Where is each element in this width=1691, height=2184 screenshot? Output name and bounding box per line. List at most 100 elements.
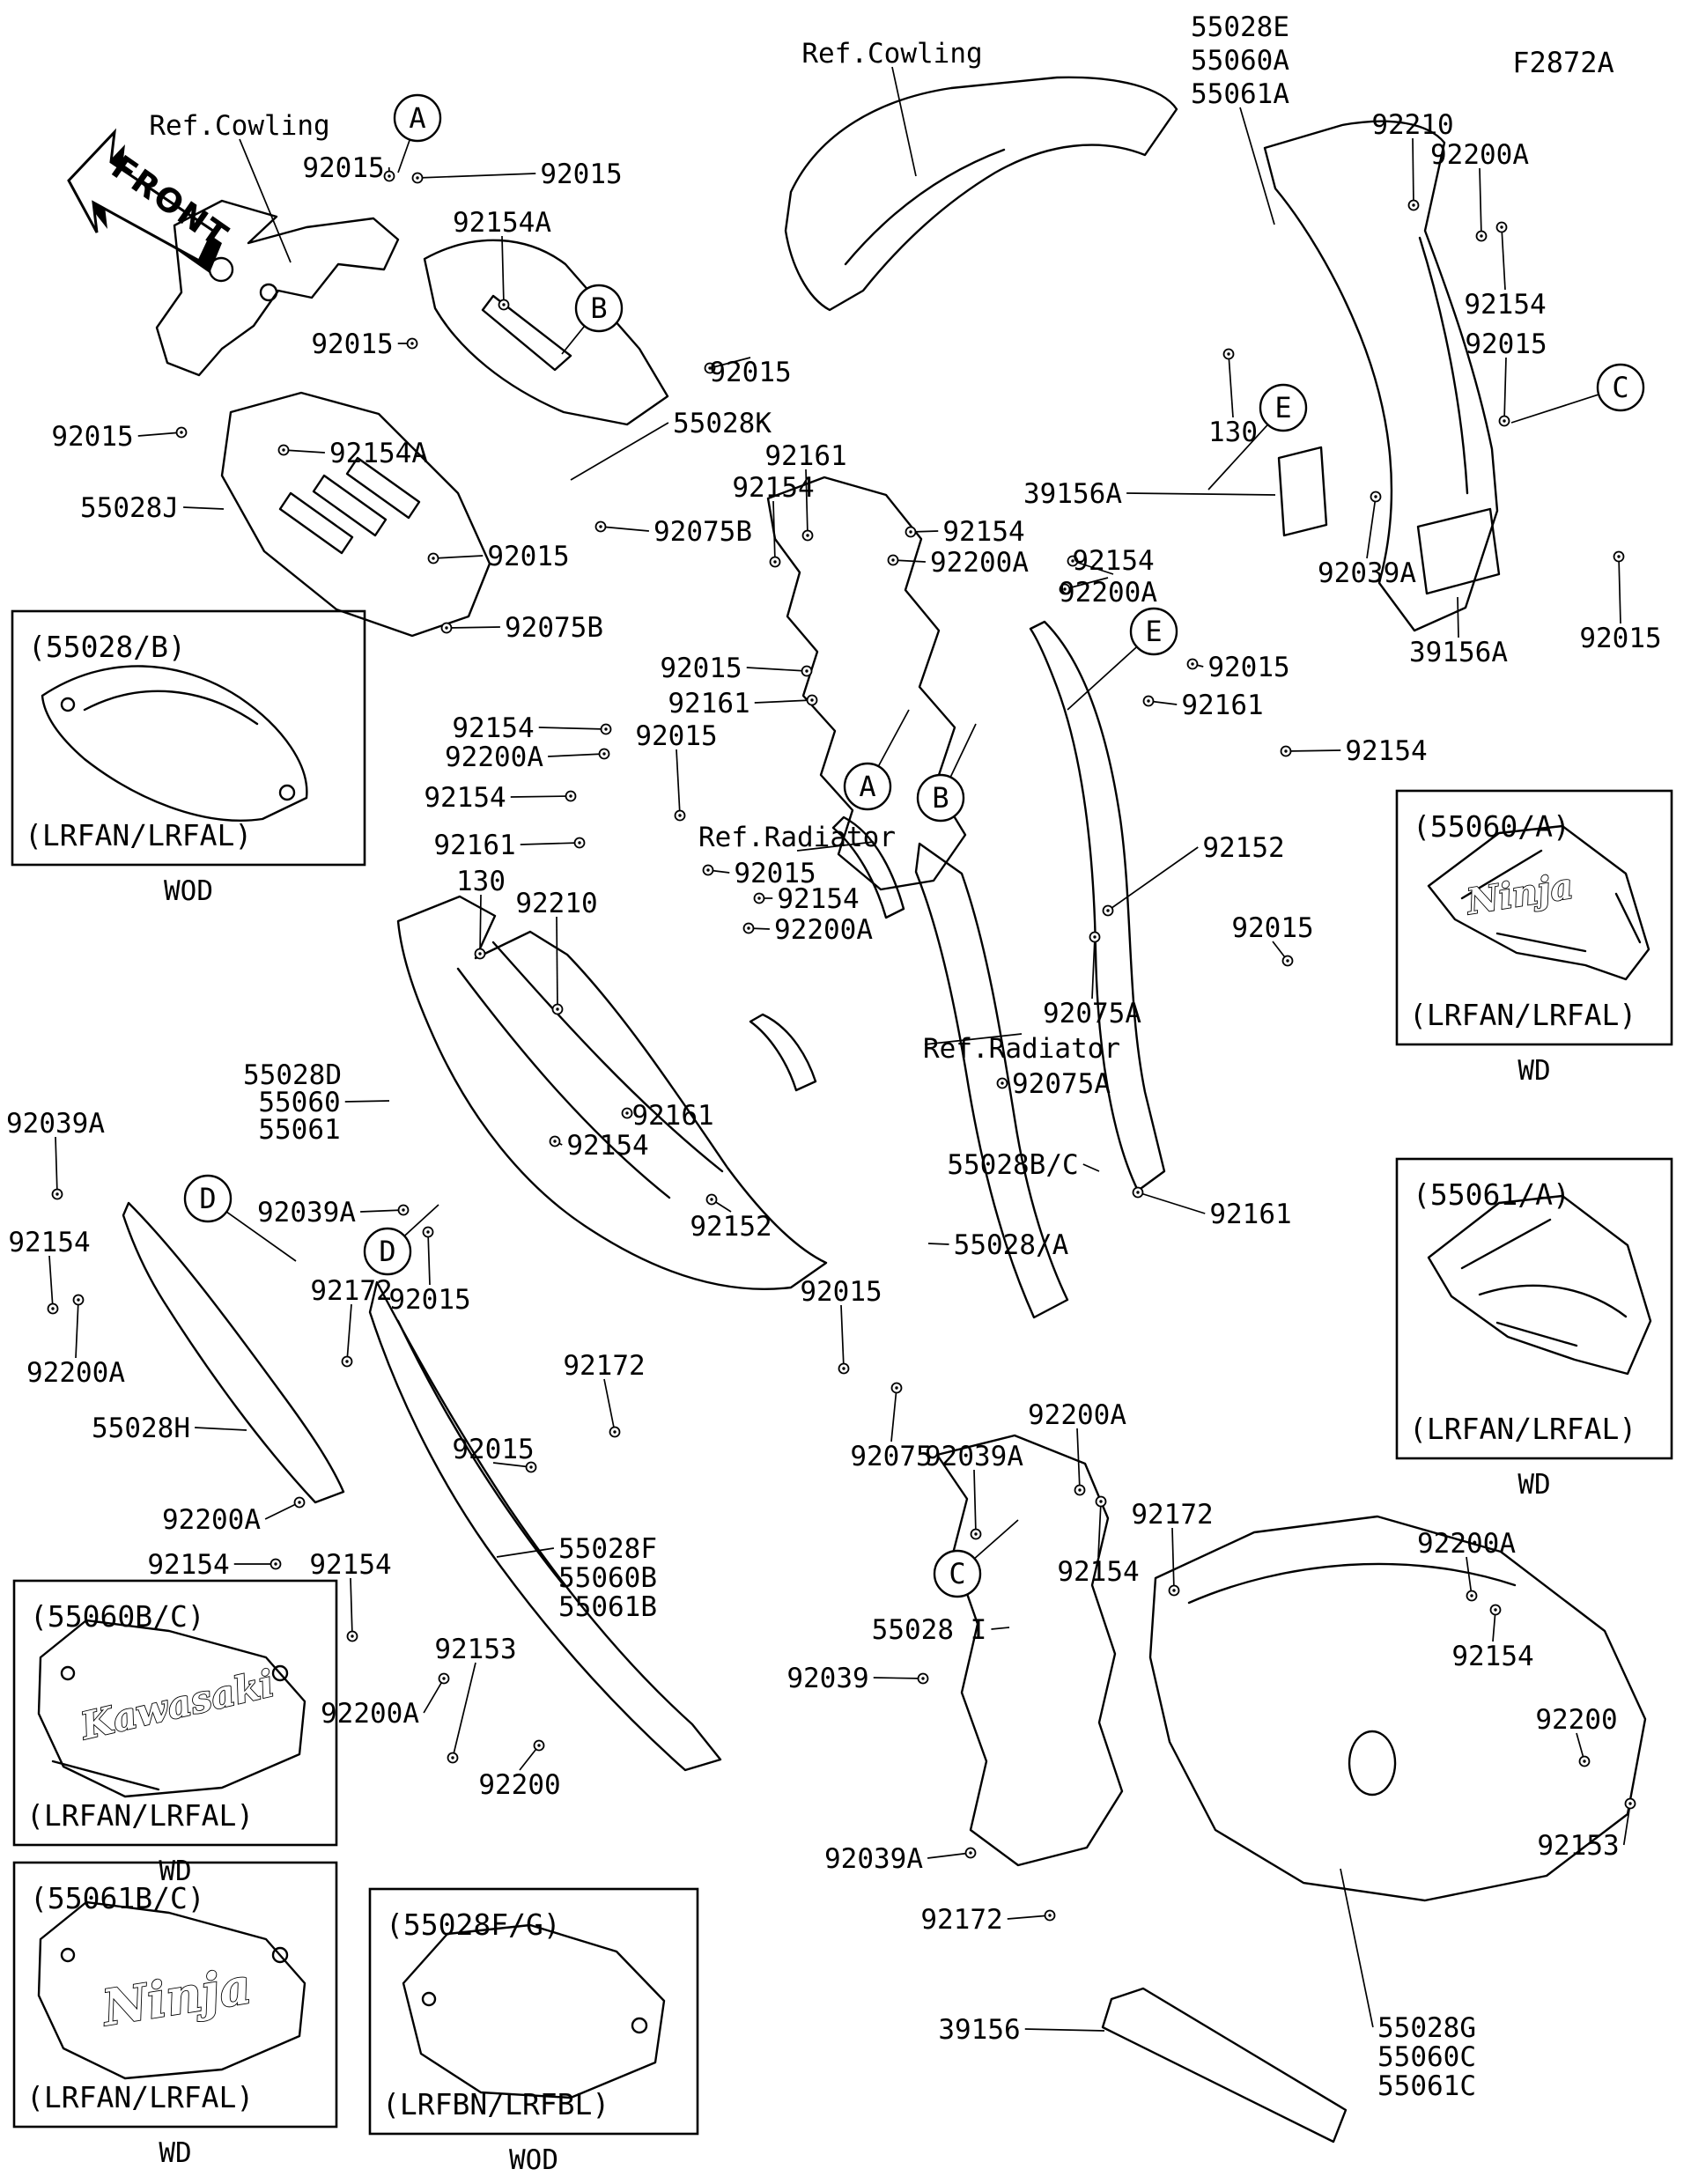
callout-leader-line — [877, 709, 910, 767]
fastener-dot-icon — [1286, 959, 1289, 963]
inset-part-outline — [1478, 1284, 1628, 1318]
part-outline — [423, 239, 669, 426]
leader-line — [1479, 167, 1482, 237]
part-number-label: 92154A — [329, 438, 428, 469]
part-outline — [396, 895, 828, 1291]
fastener-dot-icon — [599, 525, 602, 528]
fastener-dot-icon — [1048, 1914, 1052, 1917]
callout-circle-B — [574, 284, 624, 333]
inset-part-outline — [37, 1619, 306, 1798]
fastener-dot-icon — [1172, 1589, 1176, 1592]
part-number-label: 92161 — [764, 440, 846, 472]
part-outline — [122, 1201, 345, 1504]
part-number-label: 92015 — [1231, 912, 1313, 944]
inset-part-outline — [421, 1991, 437, 2007]
part-number-label: 92154 — [147, 1549, 229, 1581]
leader-line — [772, 500, 776, 563]
fastener-dot-icon — [604, 727, 608, 731]
part-outline — [345, 456, 421, 520]
leader-line — [927, 1852, 971, 1859]
part-number-label: 39156 — [938, 2014, 1020, 2046]
part-number-label: 92015 — [635, 720, 717, 752]
part-number-label: 55028E — [1191, 11, 1289, 43]
part-number-label: 92153 — [1537, 1830, 1619, 1862]
part-number-label: 55028/A — [954, 1229, 1069, 1261]
fastener-dot-icon — [556, 1007, 559, 1011]
fastener-dot-icon — [345, 1360, 349, 1363]
part-number-label: 55060 — [258, 1087, 340, 1118]
fastener-dot-icon — [1374, 495, 1377, 498]
leader-line — [603, 1378, 616, 1433]
part-number-label: 92200 — [478, 1769, 560, 1801]
leader-line — [239, 138, 292, 263]
callout-leader-line — [1510, 394, 1599, 424]
leader-line — [423, 1678, 445, 1714]
inset-part-outline — [1427, 824, 1650, 981]
part-outline — [1101, 1987, 1348, 2143]
callout-circle-B — [916, 773, 965, 823]
leader-line — [1007, 1915, 1051, 1920]
callout-leader-line — [973, 1519, 1019, 1560]
callout-letter: B — [590, 291, 607, 325]
inset-box — [368, 1887, 699, 2136]
front-arrow-icon — [67, 128, 215, 263]
part-number-label: 92015 — [51, 421, 133, 453]
fastener-dot-icon — [410, 342, 414, 345]
part-outline — [259, 283, 278, 302]
fastener-dot-icon — [895, 1386, 898, 1390]
part-number-label: 92172 — [920, 1904, 1002, 1936]
part-outline — [208, 256, 234, 283]
fastener-dot-icon — [282, 448, 285, 452]
part-outline — [155, 199, 400, 377]
inset-part-outline — [51, 1760, 160, 1791]
reference-label: Ref.Cowling — [801, 38, 982, 70]
fastener-dot-icon — [909, 530, 912, 534]
fastener-dot-icon — [298, 1501, 301, 1504]
fastener-dot-icon — [974, 1532, 978, 1536]
kawasaki-logo: Kawasaki — [76, 1662, 277, 1748]
inset-part-outline — [1495, 932, 1587, 953]
leader-line — [1285, 749, 1341, 752]
part-outline — [1029, 620, 1166, 1192]
inset-box — [12, 1861, 338, 2129]
part-number-label: 55028D — [243, 1059, 342, 1091]
fastener-dot-icon — [810, 698, 814, 702]
callout-letter: C — [1612, 371, 1628, 404]
part-number-label: 92075A — [1043, 998, 1141, 1029]
fastener-dot-icon — [1136, 1191, 1140, 1194]
leader-line — [746, 667, 808, 672]
leader-line — [1072, 560, 1114, 575]
fastener-dot-icon — [602, 752, 606, 756]
inset-box — [1395, 789, 1673, 1046]
inset-title: (55028/B) — [28, 630, 186, 664]
leader-line — [1097, 1501, 1102, 1558]
leader-line — [1466, 1556, 1473, 1597]
callout-circle-A — [393, 93, 442, 143]
leader-line — [496, 1547, 555, 1558]
part-number-label: 92015 — [1579, 623, 1661, 654]
part-number-label: 92153 — [434, 1634, 516, 1665]
part-number-label: 92161 — [668, 688, 750, 719]
callout-circle-D — [183, 1174, 233, 1223]
leader-line — [344, 1100, 390, 1103]
leader-line — [1024, 2028, 1105, 2032]
fastener-dot-icon — [1147, 699, 1150, 703]
part-outline — [935, 1434, 1124, 1867]
leader-line — [452, 1662, 476, 1759]
leader-line — [264, 1502, 300, 1520]
fastener-dot-icon — [773, 560, 777, 564]
part-number-label: 55060B — [558, 1562, 657, 1594]
part-number-label: 130 — [456, 866, 506, 897]
part-number-label: 92154 — [1464, 289, 1546, 321]
part-number-label: 55061B — [558, 1591, 657, 1623]
leader-line — [1228, 353, 1234, 418]
fastener-dot-icon — [710, 1198, 713, 1201]
part-number-label: 92154 — [777, 883, 859, 915]
callout-leader-line — [949, 723, 977, 778]
leader-line — [991, 1627, 1010, 1630]
inset-variant-code: (LRFAN/LRFAL) — [25, 818, 252, 852]
inset-footer-code: WD — [1517, 1469, 1550, 1501]
leader-line — [1126, 492, 1276, 496]
leader-line — [48, 1255, 54, 1310]
